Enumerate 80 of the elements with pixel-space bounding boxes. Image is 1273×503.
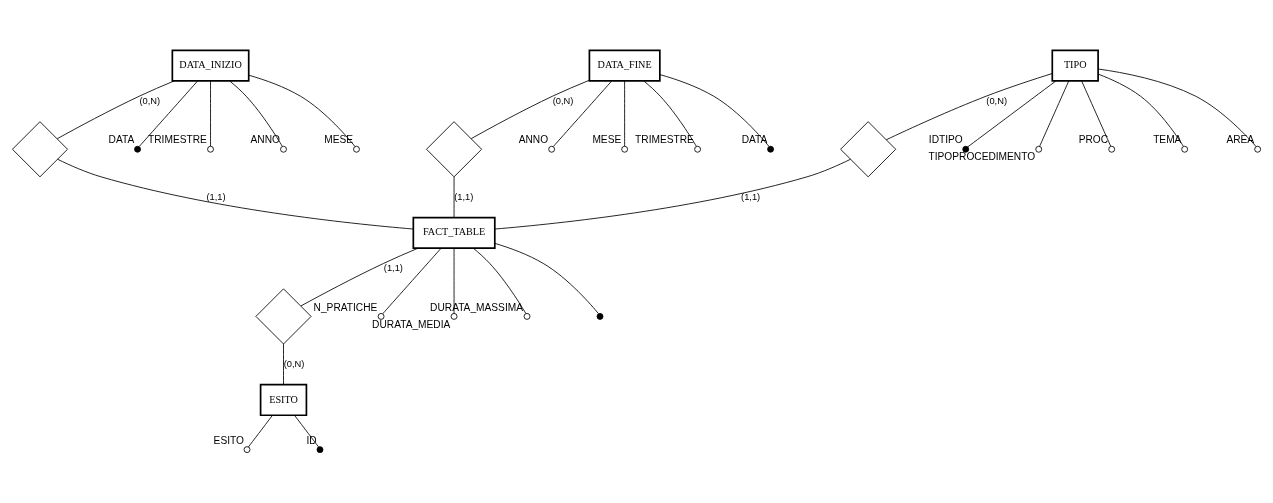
connector: [472, 247, 527, 314]
node-label: MESE: [592, 134, 622, 146]
connector: [1097, 68, 1257, 148]
edge-label: (1,1): [206, 191, 226, 202]
connector: [300, 247, 419, 307]
connector: [210, 80, 211, 147]
node-label: ANNO: [518, 134, 549, 146]
edge-label: (1,1): [383, 262, 403, 273]
edge-label: (0,N): [283, 358, 305, 369]
node-circle: [207, 145, 214, 153]
node-dot: [134, 145, 141, 153]
node-box: ESITO: [259, 383, 308, 417]
connector: [659, 74, 770, 147]
connector: [56, 80, 175, 140]
connector: [248, 415, 273, 448]
connector: [470, 79, 590, 140]
connector: [1039, 80, 1070, 147]
node-circle: [1108, 145, 1116, 153]
edge-label: (0,N): [552, 95, 574, 106]
connector: [624, 80, 626, 147]
connector: [294, 415, 319, 448]
connector: [494, 158, 851, 230]
connector: [453, 176, 455, 218]
connector: [229, 80, 283, 147]
node-diamond: [11, 121, 68, 178]
node-circle: [377, 313, 385, 320]
node-label: DURATA_MASSIMA: [430, 301, 523, 313]
connector: [57, 158, 414, 230]
node-circle: [280, 145, 287, 153]
node-dot: [962, 145, 970, 153]
node-label: ID: [306, 434, 317, 446]
node-label: DURATA_MEDIA: [372, 318, 451, 330]
node-label: TRIMESTRE: [148, 134, 207, 146]
connector: [138, 80, 198, 147]
node-circle: [1035, 145, 1043, 153]
node-dot: [316, 446, 324, 454]
node-diamond: [840, 121, 897, 178]
connector: [552, 80, 612, 147]
node-box: DATA_INIZIO: [171, 49, 250, 82]
node-label: ANNO: [250, 134, 280, 146]
node-label: TEMA: [1153, 134, 1182, 146]
node-box: TIPO: [1051, 49, 1099, 82]
connector: [283, 343, 284, 386]
node-label: N_PRATICHE: [313, 301, 378, 313]
node-circle: [1254, 145, 1262, 153]
connector: [453, 247, 455, 314]
connector: [643, 80, 697, 147]
node-label: PROC: [1078, 134, 1109, 146]
node-dot: [596, 313, 604, 320]
node-circle: [548, 145, 556, 153]
node-label: TIPOPROCEDIMENTO: [928, 151, 1036, 163]
node-label: TRIMESTRE: [635, 134, 694, 146]
node-label: DATA: [741, 134, 768, 146]
connector: [1081, 80, 1112, 147]
node-diamond: [255, 288, 312, 345]
node-label: IDTIPO: [928, 134, 963, 146]
connector: [967, 80, 1057, 148]
connector: [382, 247, 442, 315]
node-circle: [694, 145, 701, 153]
connector: [1097, 73, 1184, 147]
node-label: ESITO: [213, 434, 244, 446]
node-circle: [621, 145, 628, 153]
node-diamond: [426, 121, 483, 178]
node-label: MESE: [324, 134, 354, 146]
node-box: FACT_TABLE: [412, 216, 496, 249]
node-circle: [450, 313, 458, 320]
node-label: DATA: [108, 134, 135, 146]
edge-label: (1,1): [741, 191, 761, 202]
connector: [248, 74, 356, 147]
edge-label: (0,N): [986, 95, 1008, 106]
node-circle: [243, 446, 251, 454]
edge-label: (1,1): [454, 191, 474, 202]
connector: [885, 73, 1053, 141]
node-circle: [353, 145, 360, 153]
node-circle: [523, 313, 531, 320]
node-box: DATA_FINE: [588, 49, 661, 82]
node-circle: [1181, 145, 1189, 153]
edge-label: (0,N): [139, 95, 161, 106]
connector: [494, 242, 599, 315]
node-dot: [767, 145, 774, 153]
